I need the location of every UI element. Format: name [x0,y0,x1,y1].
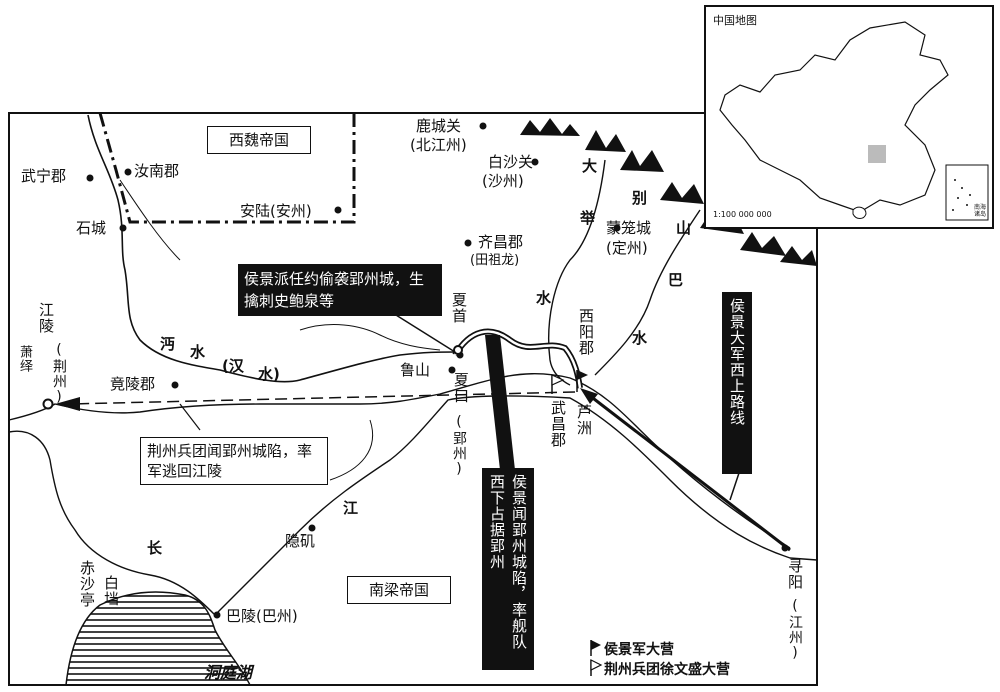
tributary-1 [119,179,181,261]
river-ju-2: 水 [536,289,552,307]
place-xiashou: 夏首 [450,292,468,324]
river-mian-1: 沔 [160,335,176,353]
place-qichang: 齐昌郡 [478,233,524,251]
city-dots [86,122,789,619]
south-liang-label: 南梁帝国 [347,576,451,604]
ba-river [594,209,701,376]
place-qichang-sub: (田祖龙) [470,253,520,268]
jingzhou-pointer [179,403,201,431]
mountain-label-3: 山 [676,219,692,237]
xiashou-marker [453,345,463,355]
legend-jingzhou-flag [590,659,603,676]
fleet-pointer [485,335,515,470]
place-jingling: 竟陵郡 [110,375,156,393]
place-jiangling-sub2: 萧绎 [17,345,32,373]
callout-march: 侯景大军西上路线 [722,292,752,474]
place-chishating: 赤沙亭 [78,560,96,608]
place-xiyang: 西阳郡 [577,308,595,356]
retreat-route-arrowhead [55,397,80,411]
han-river [87,114,456,383]
yangtze-north-bank [8,373,791,549]
mountain-label-2: 别 [632,189,648,207]
inset-china-outline [719,21,949,213]
legend-hou-jing-flag [590,640,601,656]
place-lushan: 鲁山 [400,361,431,379]
callout-jingzhou-retreat: 荆州兵团闻郢州城陷，率军逃回江陵 [140,437,328,485]
fleet-route-inner [453,330,582,389]
hou-jing-camp-flag [576,370,588,392]
river-ju-1: 举 [580,209,596,227]
place-baishaguan: 白沙关 [488,153,534,171]
inset-region-highlight [868,145,886,163]
legend-jingzhou: 荆州兵团徐文盛大营 [604,662,730,678]
inset-nanhai-label: 南海诸岛 [974,204,987,218]
river-han-2: 水) [258,365,280,383]
river-ba-1: 巴 [668,271,684,289]
jiangling-marker [42,398,54,410]
place-luzhou: 芦洲 [575,404,593,436]
river-han-1: (汉 [222,357,244,375]
place-baishaguan-sub: (沙州) [482,172,524,190]
place-xiakou: 夏口 [452,372,470,404]
west-wei-label: 西魏帝国 [207,126,311,154]
place-wuchang: 武昌郡 [549,400,567,448]
inset-scale: 1:100 000 000 [713,210,772,219]
place-baling: 巴陵(巴州) [226,607,298,625]
place-jiangling: 江陵 [37,302,55,334]
inset-islands [952,179,971,211]
tributary-3 [329,419,374,481]
tributary-2 [299,324,441,351]
place-wuning: 武宁郡 [21,167,67,185]
jingzhou-camp-flag [551,374,565,394]
inset-hainan [852,206,867,219]
inset-title: 中国地图 [713,14,757,27]
place-baiji: 白垱 [102,575,120,607]
place-xiakou-sub: (郢州) [451,414,467,478]
callout-raid: 侯景派任约偷袭郢州城，生擒刺史鲍泉等 [238,264,442,316]
river-changjiang-2: 江 [343,499,359,517]
place-luchengguan: 鹿城关 [416,117,462,135]
place-dongting: 洞庭湖 [204,663,253,682]
river-changjiang-1: 长 [147,539,163,557]
ju-river [548,159,606,386]
retreat-route-line [69,391,576,405]
river-mian-2: 水 [190,343,206,361]
place-xunyang: 寻阳 [786,558,804,590]
place-luchengguan-sub: (北江州) [410,136,467,154]
place-shicheng: 石城 [76,219,107,237]
march-pointer [729,469,741,501]
place-yinji: 隐矶 [285,532,316,550]
place-menglong-sub: (定州) [606,239,648,257]
place-jiangling-sub1: (荆州) [51,342,67,406]
march-route-arrowhead [580,388,598,404]
legend-hou-jing: 侯景军大营 [604,642,674,658]
mountain-label-1: 大 [582,157,598,175]
place-runan: 汝南郡 [134,162,180,180]
callout-fleet: 侯景闻郢州城陷，率舰队西下占据郢州 [482,468,534,670]
river-ba-2: 水 [632,329,648,347]
place-menglong: 蒙笼城 [606,219,652,237]
dongting-lake [65,591,252,686]
west-wei-border [98,112,356,224]
march-route-line [584,390,791,552]
place-xunyang-sub: (江州) [787,598,803,662]
place-anlu: 安陆(安州) [240,202,312,220]
yangtze-south-bank [8,395,818,616]
